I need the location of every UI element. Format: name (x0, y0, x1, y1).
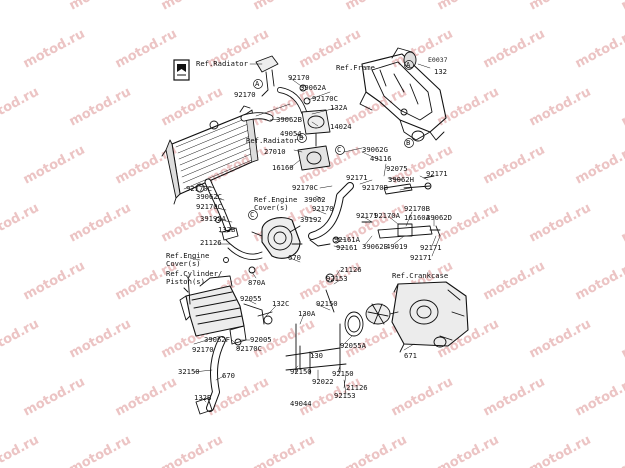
part-92170c: 92170C (236, 344, 262, 353)
part-92161: 92161 (336, 243, 358, 252)
ref-engine-cover-1: Ref.Engine Cover(s) (254, 195, 298, 212)
part-16160: 16160 (272, 163, 294, 172)
part-49116: 49116 (370, 154, 392, 163)
part-132b: 132B (194, 393, 212, 402)
part-132: 132 (434, 67, 447, 76)
part-92150: 92150 (332, 369, 354, 378)
water-pipe-left (225, 239, 263, 260)
leader-lines (185, 63, 441, 403)
bolts (187, 266, 347, 375)
part-39062f: 39062F (204, 335, 230, 344)
part-92170: 92170 (234, 90, 256, 99)
part-870a: 870A (248, 278, 266, 287)
part-49019: 49019 (386, 242, 408, 251)
part-132c: 132C (272, 299, 290, 308)
part-49044: 49044 (290, 399, 312, 408)
part-39062b: 39062B (276, 115, 302, 124)
part-14024: 14024 (330, 122, 352, 131)
part-39062c: 39062C (196, 192, 222, 201)
part-92171: 92171 (426, 169, 448, 178)
thermostat-housing (297, 109, 331, 171)
diagram-code: E0037 (428, 56, 448, 64)
callout-a-2: A (406, 60, 411, 69)
part-21126: 21126 (340, 265, 362, 274)
part-671: 671 (404, 351, 417, 360)
part-92150: 92150 (290, 367, 312, 376)
crankcase (391, 281, 469, 353)
part-92055: 92055 (240, 294, 262, 303)
part-39062g: 39062G (362, 145, 388, 154)
bookmark-icon (173, 59, 190, 81)
part-92161a: 92161A (334, 235, 360, 244)
radiator (161, 105, 259, 205)
ref-engine-cover-2: Ref.Engine Cover(s) (166, 251, 210, 268)
part-39062a: 39062A (300, 83, 326, 92)
ref-radiator-mid: Ref.Radiator (246, 136, 298, 145)
part-49054: 49054 (280, 129, 302, 138)
bypass-pipe (383, 175, 435, 195)
part-39192: 39192 (300, 215, 322, 224)
part-92170: 92170 (312, 204, 334, 213)
part-92005: 92005 (250, 335, 272, 344)
impeller (344, 303, 399, 337)
water-hose-center (308, 182, 354, 247)
part-92171: 92171 (356, 211, 378, 220)
part-32150: 32150 (178, 367, 200, 376)
part-92170c: 92170C (312, 94, 338, 103)
part-92153: 92153 (326, 274, 348, 283)
part-92170: 92170 (192, 345, 214, 354)
part-92171: 92171 (346, 173, 368, 182)
part-92170c: 92170C (186, 184, 212, 193)
part-92150: 92150 (316, 299, 338, 308)
water-hose-bottom (195, 325, 247, 415)
part-92055a: 92055A (340, 341, 366, 350)
ref-frame: Ref.Frame (336, 63, 375, 72)
part-92022: 92022 (312, 377, 334, 386)
part-92171: 92171 (410, 253, 432, 262)
callout-b-1: B (299, 133, 304, 142)
callout-circles (248, 60, 414, 220)
part-39192a: 39192A (200, 214, 226, 223)
part-16160a: 16160A (404, 213, 430, 222)
water-pipe-right (361, 221, 441, 239)
part-92170: 92170 (288, 73, 310, 82)
frame (359, 47, 447, 142)
part-92171: 92171 (420, 243, 442, 252)
callout-b-2: B (406, 138, 411, 147)
callout-c-1: C (250, 210, 255, 219)
part-130: 130 (310, 351, 323, 360)
part-21126: 21126 (200, 238, 222, 247)
water-pump (251, 217, 303, 259)
part-21126: 21126 (346, 383, 368, 392)
part-132a: 132A (330, 103, 348, 112)
part-39062h: 39062H (388, 175, 414, 184)
part-92170c: 92170C (292, 183, 318, 192)
part-92075: 92075 (386, 164, 408, 173)
part-132b: 132B (218, 225, 236, 234)
part-92170b: 92170B (362, 183, 388, 192)
part-39062: 39062 (304, 195, 326, 204)
callout-a-1: A (255, 79, 260, 88)
ref-cylinder-piston: Ref.Cylinder/ Piston(s) (166, 269, 223, 286)
part-39062d: 39062D (426, 213, 452, 222)
part-670: 670 (288, 253, 301, 262)
part-27010: 27010 (264, 147, 286, 156)
callout-c-2: C (337, 145, 342, 154)
part-670: 670 (222, 371, 235, 380)
ref-radiator-top: Ref.Radiator (196, 59, 248, 68)
part-92153: 92153 (334, 391, 356, 400)
part-92170c: 92170C (196, 202, 222, 211)
part-130a: 130A (298, 309, 316, 318)
ref-crankcase: Ref.Crankcase (392, 271, 449, 280)
part-92170a: 92170A (374, 211, 400, 220)
part-39062e: 39062E (362, 242, 388, 251)
part-92170b: 92170B (404, 204, 430, 213)
